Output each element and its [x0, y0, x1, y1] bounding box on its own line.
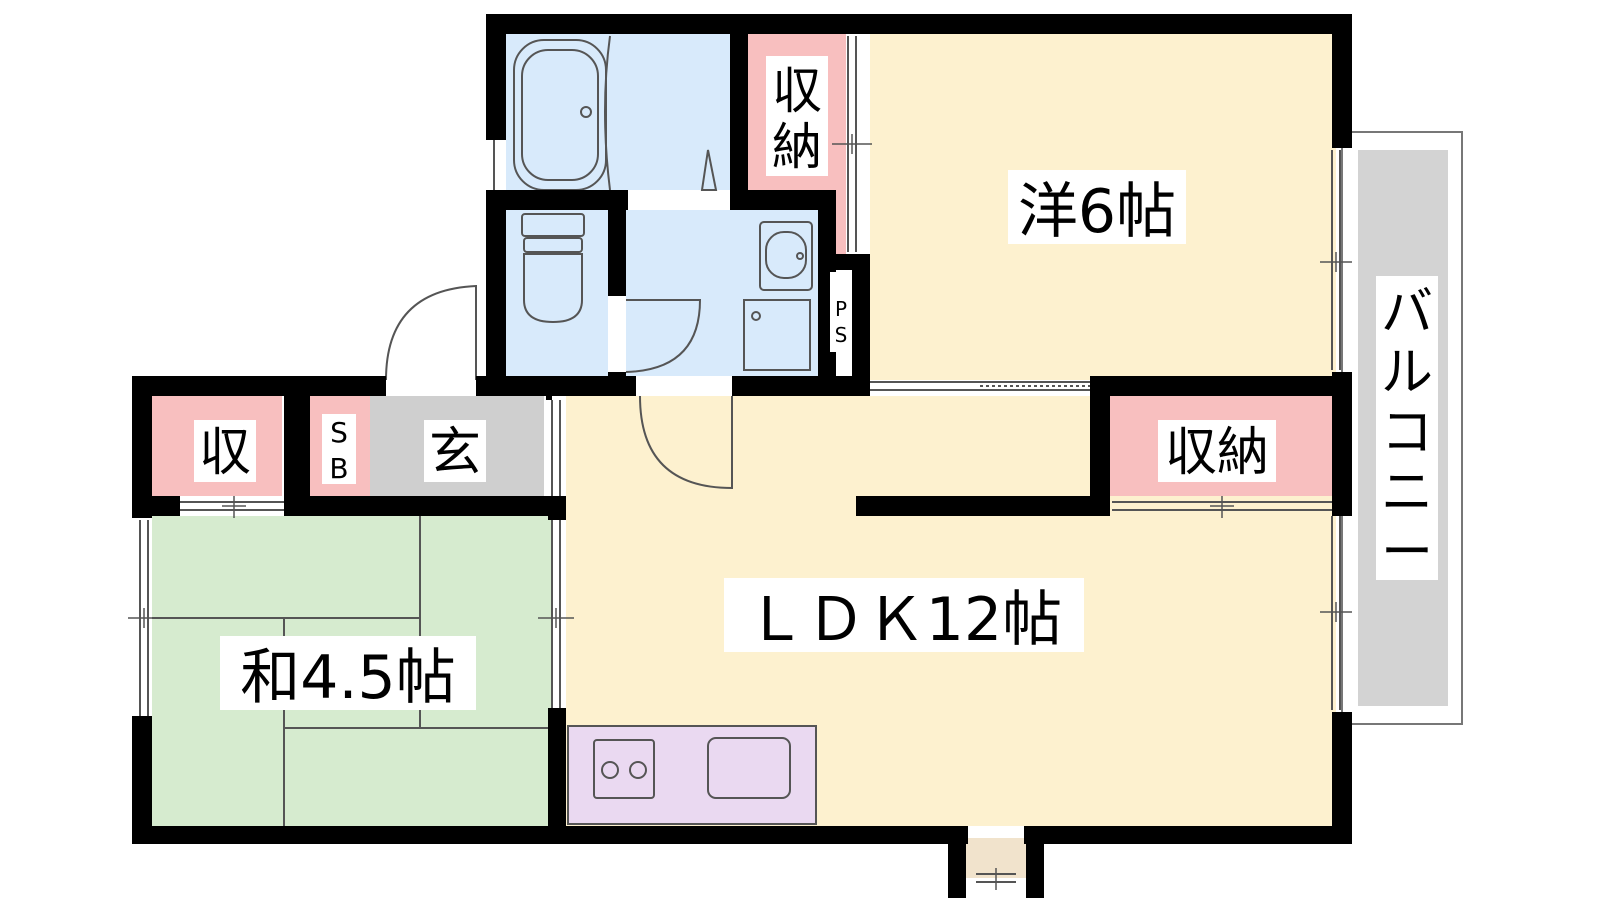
storage-right-label: 収納	[1165, 423, 1269, 483]
washer-pan-icon	[743, 299, 811, 371]
ldk-upper-area	[566, 396, 1091, 506]
walls	[132, 14, 1352, 898]
toilet-tank-icon	[521, 213, 585, 237]
storage-left-label: 収	[199, 423, 251, 483]
fixtures	[139, 35, 1341, 883]
ldk-label: ＬＤＫ12帖	[746, 585, 1062, 655]
bathroom-area	[506, 32, 730, 190]
burner-left-icon	[601, 761, 619, 779]
stove-icon	[593, 739, 655, 799]
kitchen-sink-icon	[707, 737, 791, 799]
pipe-space-label-line1: P	[835, 297, 847, 321]
washroom-area	[626, 210, 818, 376]
storage-top-label-line1: 収	[772, 62, 822, 120]
bathtub-inner-icon	[521, 49, 599, 181]
pipe-space-area	[830, 272, 852, 352]
burner-right-icon	[629, 761, 647, 779]
washbasin-bowl-icon	[765, 231, 807, 279]
kitchen-counter	[567, 725, 817, 825]
japanese-room-label: 和4.5帖	[240, 643, 455, 713]
entry-door-swing	[385, 284, 477, 381]
washbasin-icon	[759, 221, 813, 291]
bath-door-curve	[604, 35, 611, 191]
toilet-area	[506, 210, 608, 376]
washbasin-tap-icon	[796, 252, 804, 260]
toilet-bowl-icon	[523, 253, 583, 324]
toilet-door-swing	[625, 299, 702, 373]
entrance-label: 玄	[429, 423, 481, 483]
storage-top-label-line2: 納	[772, 118, 822, 176]
toilet-lid-icon	[523, 237, 583, 253]
balcony-label-char: ル	[1381, 343, 1433, 403]
balcony-label-char: ニ	[1381, 463, 1433, 523]
bathtub-drain-icon	[580, 106, 592, 118]
ldk-door-swing	[639, 395, 733, 490]
bath-door-icon	[700, 149, 718, 191]
western-room-label: 洋6帖	[1018, 177, 1176, 247]
washer-drain-icon	[751, 311, 761, 321]
window-ticks	[128, 134, 1352, 890]
balcony-label-char: コ	[1381, 403, 1433, 463]
balcony-label-char: バ	[1381, 283, 1433, 343]
labels: 洋6帖 ＬＤＫ12帖 和4.5帖 収 納 収納 収 S B 玄 P S バ ル …	[194, 56, 1438, 713]
balcony-label-char: ー	[1381, 523, 1433, 583]
shoe-box-label-line1: S	[330, 416, 348, 449]
pipe-space-label-line2: S	[835, 323, 848, 347]
shoe-box-label-line2: B	[329, 452, 348, 485]
